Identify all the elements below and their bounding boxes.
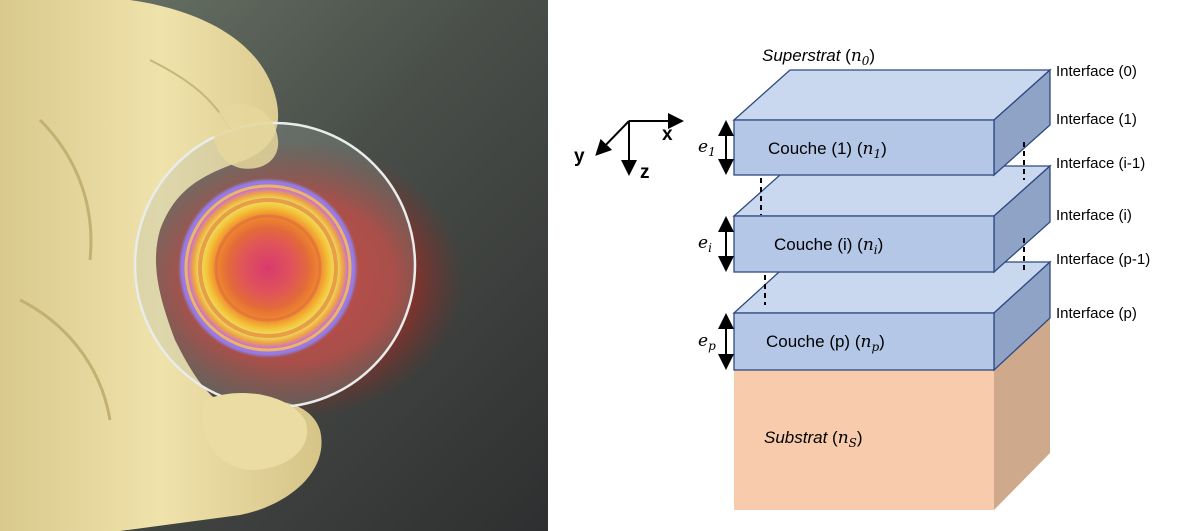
superstrat-label: Superstrat (n0) (762, 46, 875, 68)
interface-1-label: Interface (1) (1056, 111, 1137, 128)
interface-0-label: Interface (0) (1056, 63, 1137, 80)
axes-triad: x y z (574, 113, 684, 183)
interface-p-label: Interface (p) (1056, 305, 1137, 322)
layer-p-block (732, 260, 1052, 372)
wafer-photo (0, 0, 548, 531)
layer-p-label: Couche (p) (np) (766, 332, 885, 354)
substrate-block (734, 318, 1050, 510)
multilayer-diagram: x y z Superstrat (n0) Couche (1) (n1) Co… (574, 46, 1150, 510)
layer-i-label: Couche (i) (ni) (774, 235, 883, 257)
axis-x-label: x (662, 124, 673, 145)
thickness-1-label: e1 (698, 137, 716, 159)
layer-i-block (732, 164, 1052, 274)
layer-1-block (732, 68, 1052, 177)
thickness-i-label: ei (698, 233, 712, 255)
axis-z-label: z (640, 162, 650, 183)
thickness-p-label: ep (698, 331, 716, 353)
layer-1-label: Couche (1) (n1) (768, 139, 887, 161)
substrat-label: Substrat (nS) (764, 428, 863, 450)
interface-p-minus-1-label: Interface (p-1) (1056, 251, 1150, 268)
interface-i-label: Interface (i) (1056, 207, 1132, 224)
interface-i-minus-1-label: Interface (i-1) (1056, 155, 1145, 172)
axis-y-label: y (574, 146, 585, 167)
